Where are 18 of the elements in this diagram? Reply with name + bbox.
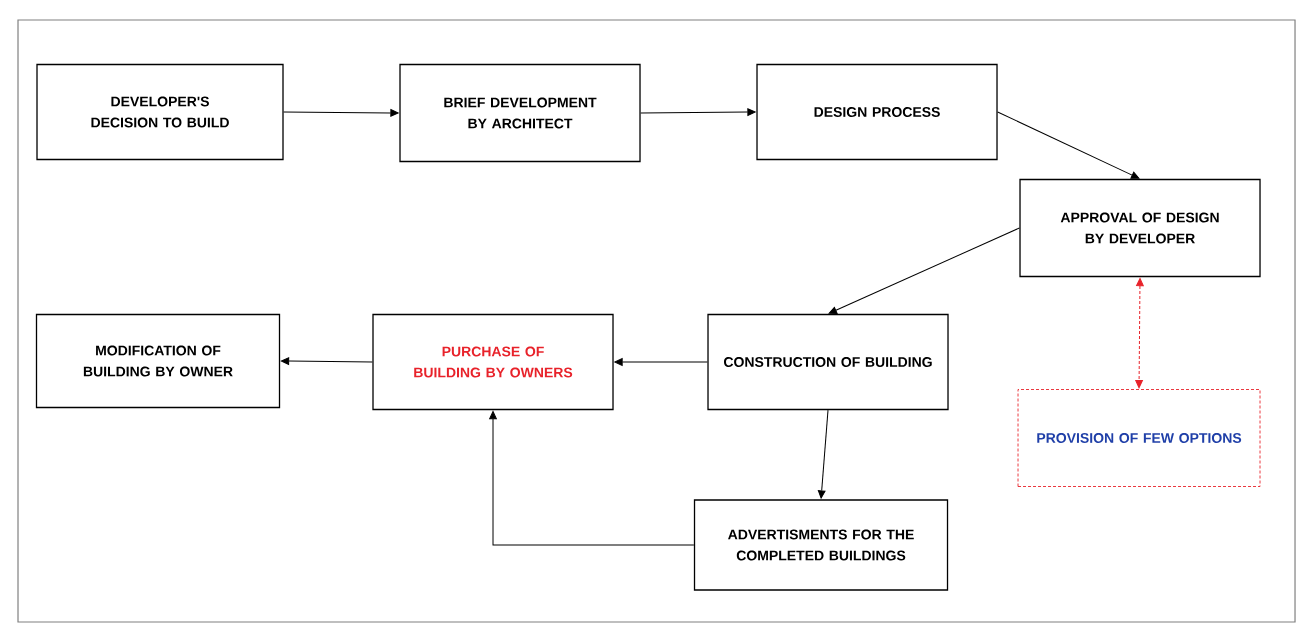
- arrow: [614, 358, 708, 366]
- arrow: [817, 409, 829, 499]
- arrow: [640, 108, 756, 116]
- process-box: DEVELOPER'S DECISION TO BUILD: [36, 63, 284, 161]
- arrow: [489, 410, 695, 546]
- process-box: PROVISION OF FEW OPTIONS: [1017, 389, 1261, 487]
- arrow: [1135, 277, 1144, 389]
- process-box: DESIGN PROCESS: [756, 63, 998, 161]
- process-box: MODIFICATION OF BUILDING BY OWNER: [35, 313, 281, 409]
- arrow: [283, 109, 399, 117]
- process-box: APPROVAL OF DESIGN BY DEVELOPER: [1019, 178, 1261, 278]
- process-box: PURCHASE OF BUILDING BY OWNERS: [372, 313, 614, 411]
- process-box: BRIEF DEVELOPMENT BY ARCHITECT: [399, 63, 641, 163]
- arrow: [828, 227, 1020, 314]
- arrow: [997, 111, 1140, 179]
- process-box: ADVERTISMENTS FOR THE COMPLETED BUILDINGS: [693, 499, 949, 591]
- process-box: CONSTRUCTION OF BUILDING: [707, 313, 949, 411]
- arrow: [280, 357, 373, 365]
